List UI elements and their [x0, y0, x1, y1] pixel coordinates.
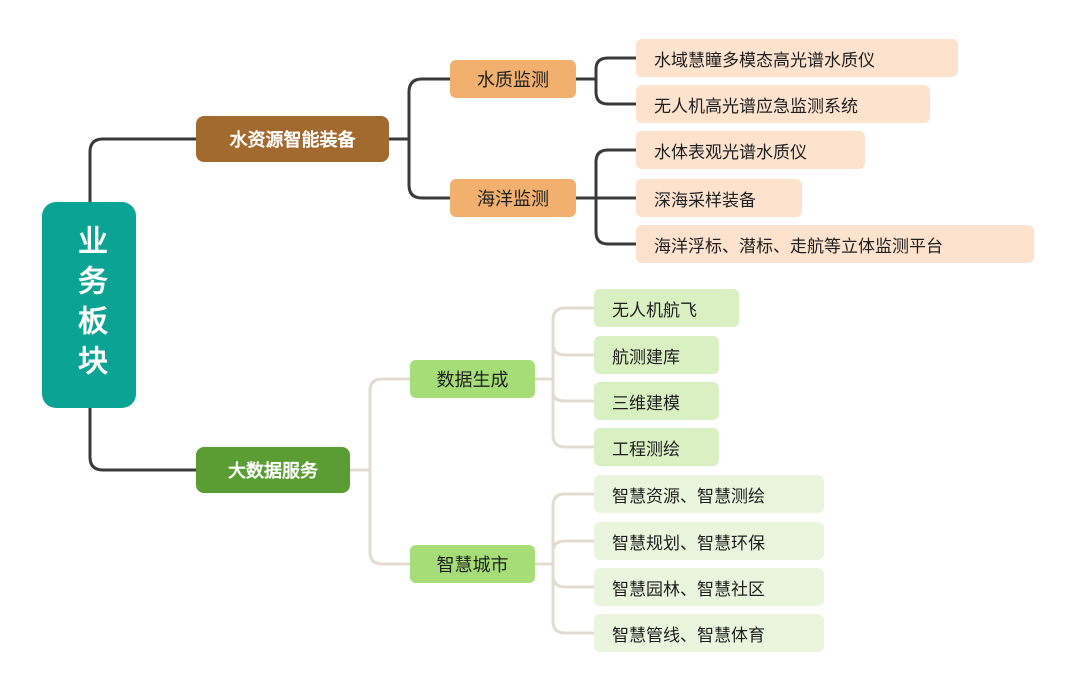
leaf-label: 水体表观光谱水质仪 — [654, 142, 807, 163]
connector-root-water — [88, 137, 198, 204]
connector-city-items — [533, 492, 596, 635]
leaf-label: 智慧规划、智慧环保 — [612, 533, 765, 554]
leaf-item: 无人机高光谱应急监测系统 — [636, 85, 930, 123]
leaf-item: 智慧园林、智慧社区 — [594, 568, 824, 606]
connector-root-data — [88, 406, 198, 472]
node-water-quality-label: 水质监测 — [477, 70, 549, 91]
leaf-label: 无人机高光谱应急监测系统 — [654, 96, 858, 117]
node-smart-city: 智慧城市 — [410, 545, 535, 583]
leaf-item: 航测建库 — [594, 336, 719, 374]
leaf-label: 智慧园林、智慧社区 — [612, 579, 765, 600]
leaf-item: 无人机航飞 — [594, 289, 739, 327]
branch-big-data: 大数据服务 — [196, 447, 350, 493]
leaf-label: 智慧管线、智慧体育 — [612, 625, 765, 646]
branch-water-label: 水资源智能装备 — [229, 130, 356, 151]
connector-data-gen — [348, 377, 412, 472]
node-data-gen-label: 数据生成 — [436, 370, 509, 391]
leaf-item: 海洋浮标、潜标、走航等立体监测平台 — [636, 225, 1034, 263]
leaf-label: 深海采样装备 — [654, 190, 756, 211]
leaf-item: 水域慧瞳多模态高光谱水质仪 — [636, 39, 958, 77]
leaf-label: 航测建库 — [612, 347, 680, 368]
connector-gen-items — [533, 306, 596, 449]
leaf-item: 工程测绘 — [594, 428, 719, 466]
leaf-item: 智慧管线、智慧体育 — [594, 614, 824, 652]
connector-water-quality — [387, 77, 452, 141]
connector-water-ocean — [407, 137, 452, 200]
branch-water-resources: 水资源智能装备 — [196, 116, 389, 162]
node-ocean-monitoring: 海洋监测 — [450, 179, 576, 217]
leaf-item: 三维建模 — [594, 382, 719, 420]
connector-data-city — [368, 468, 412, 566]
leaf-item: 深海采样装备 — [636, 179, 802, 217]
node-data-generation: 数据生成 — [410, 360, 535, 398]
node-water-quality: 水质监测 — [450, 60, 576, 98]
leaf-label: 智慧资源、智慧测绘 — [612, 486, 765, 507]
leaf-item: 水体表观光谱水质仪 — [636, 131, 865, 169]
root-node: 业务板块 — [42, 202, 136, 408]
branch-data-label: 大数据服务 — [228, 461, 318, 482]
leaf-item: 智慧规划、智慧环保 — [594, 522, 824, 560]
leaf-label: 三维建模 — [612, 393, 680, 414]
connector-ocean-items — [574, 148, 638, 246]
leaf-label: 水域慧瞳多模态高光谱水质仪 — [654, 50, 875, 71]
connector-quality-items — [574, 56, 638, 106]
leaf-label: 工程测绘 — [612, 439, 680, 460]
root-label: 业务板块 — [72, 225, 107, 385]
leaf-label: 海洋浮标、潜标、走航等立体监测平台 — [654, 236, 943, 257]
node-ocean-label: 海洋监测 — [477, 189, 549, 210]
leaf-item: 智慧资源、智慧测绘 — [594, 475, 824, 513]
node-smart-city-label: 智慧城市 — [436, 555, 509, 576]
leaf-label: 无人机航飞 — [612, 300, 697, 321]
